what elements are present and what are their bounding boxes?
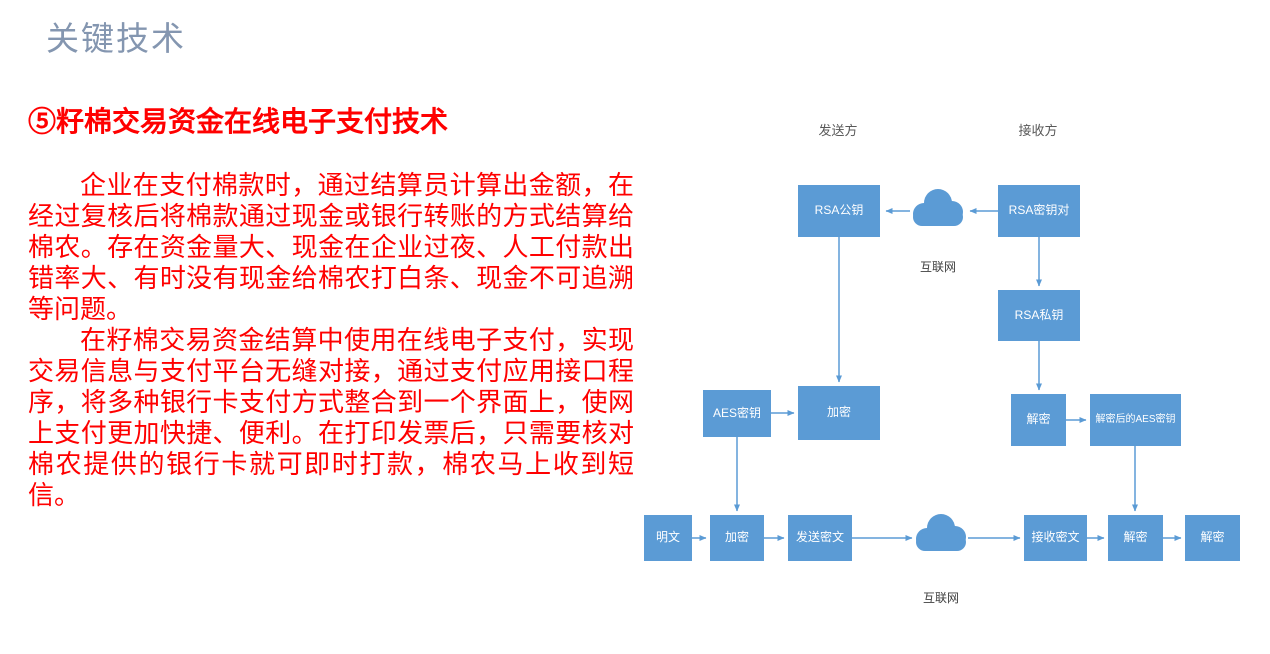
- internet-label-top: 互联网: [919, 260, 956, 274]
- node-receive-ciphertext: 接收密文: [1024, 515, 1087, 561]
- internet-label-bottom: 互联网: [922, 591, 959, 605]
- node-plaintext: 明文: [644, 515, 692, 561]
- node-rsa-key-pair: RSA密钥对: [998, 185, 1080, 237]
- paragraph-2: 在籽棉交易资金结算中使用在线电子支付，实现交易信息与支付平台无缝对接，通过支付应…: [28, 326, 634, 510]
- section-heading: ⑤籽棉交易资金在线电子支付技术: [28, 107, 449, 138]
- paragraph-1: 企业在支付棉款时，通过结算员计算出金额，在经过复核后将棉款通过现金或银行转账的方…: [28, 171, 634, 324]
- node-decrypt-result: 解密: [1185, 515, 1240, 561]
- node-encrypt-aes: 加密: [798, 386, 880, 440]
- sender-label: 发送方: [818, 123, 858, 138]
- node-decrypted-aes-key: 解密后的AES密钥: [1090, 394, 1181, 446]
- node-encrypt-data: 加密: [710, 515, 764, 561]
- receiver-label: 接收方: [1018, 123, 1058, 138]
- node-decrypt-data: 解密: [1108, 515, 1163, 561]
- node-aes-key: AES密钥: [703, 390, 771, 437]
- body-text: 企业在支付棉款时，通过结算员计算出金额，在经过复核后将棉款通过现金或银行转账的方…: [28, 170, 634, 511]
- internet-cloud-top-icon: [913, 189, 963, 226]
- node-rsa-public-key: RSA公钥: [798, 185, 880, 237]
- internet-cloud-bottom-icon: [916, 514, 966, 551]
- node-rsa-private-key: RSA私钥: [998, 290, 1080, 341]
- node-send-ciphertext: 发送密文: [788, 515, 852, 561]
- slide-title: 关键技术: [46, 22, 186, 58]
- node-decrypt-rsa: 解密: [1011, 394, 1066, 446]
